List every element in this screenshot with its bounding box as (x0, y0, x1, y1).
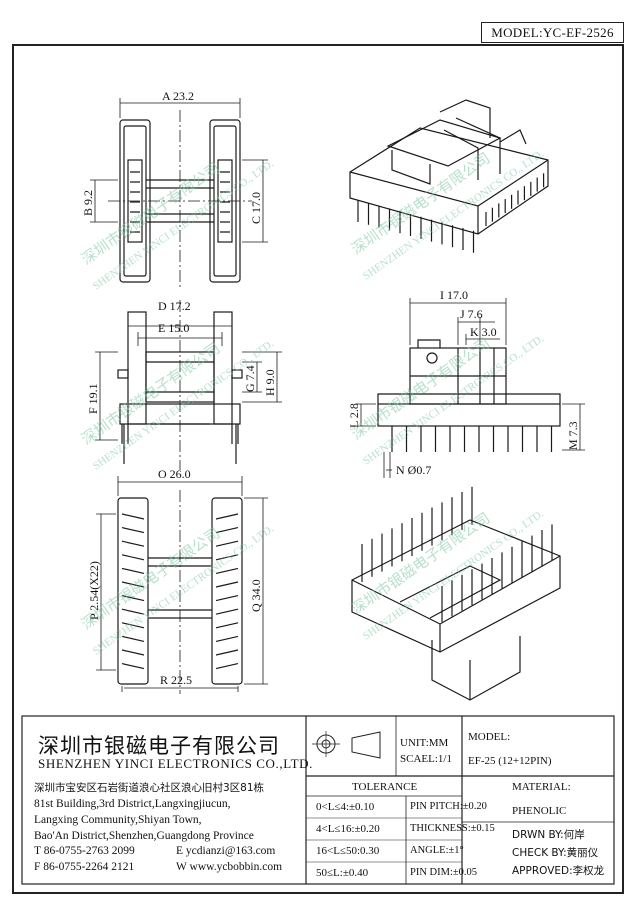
pin-slot (215, 567, 239, 574)
company-name-en: SHENZHEN YINCI ELECTRONICS CO.,LTD. (38, 756, 313, 771)
pin-slot (215, 595, 239, 602)
pin-slot (215, 581, 239, 588)
dim-C: C 17.0 (249, 192, 263, 224)
tolerance-left-3: 16<L≤50:0.30 (316, 845, 380, 857)
scale: SCAEL:1/1 (400, 753, 452, 765)
address-line-2: Langxing Community,Shiyan Town, (34, 814, 202, 826)
pin-slot (121, 567, 145, 574)
website: W www.ycbobbin.com (176, 861, 283, 873)
dim-F: F 19.1 (86, 383, 100, 414)
unit: UNIT:MM (400, 737, 449, 749)
pin-slot (121, 554, 145, 561)
model-value: EF-25 (12+12PIN) (468, 755, 552, 767)
pin-slot (121, 635, 145, 642)
top-view-dims (90, 98, 268, 290)
pin-slot (121, 649, 145, 656)
company-name-cn: 深圳市银磁电子有限公司 (38, 734, 280, 758)
tolerance-right-1: PIN PITCH:±0.20 (410, 801, 487, 812)
dim-L: L 2.8 (347, 403, 361, 428)
pin-slot (121, 513, 145, 520)
pin-slot (121, 663, 145, 670)
check-by: CHECK BY:黄丽仪 (512, 847, 599, 859)
email: E ycdianzi@163.com (176, 845, 276, 857)
tolerance-right-2: THICKNESS:±0.15 (410, 823, 495, 834)
pin-slot (215, 649, 239, 656)
dim-O: O 26.0 (158, 467, 191, 481)
model-label: MODEL:YC-EF-2526 (481, 22, 624, 43)
drawing-sheet (12, 44, 624, 894)
dim-I: I 17.0 (440, 288, 468, 302)
side-view-dims (356, 298, 585, 478)
tolerance-left-2: 4<L≤16:±0.20 (316, 823, 380, 835)
dim-G: G 7.4 (243, 365, 257, 392)
address-line-3: Bao'An District,Shenzhen,Guangdong Provi… (34, 830, 254, 842)
pin-slot (215, 513, 239, 520)
title-block-grid (21, 715, 615, 885)
dim-Q: Q 34.0 (249, 579, 263, 612)
approved-by: APPROVED:李权龙 (512, 865, 605, 877)
pin-slot (121, 527, 145, 534)
fax: F 86-0755-2264 2121 (34, 861, 135, 873)
dim-M: M 7.3 (566, 421, 580, 450)
tel: T 86-0755-2763 2099 (34, 845, 135, 857)
tolerance-right-3: ANGLE:±1° (410, 845, 464, 856)
iso-view-bottom (351, 519, 561, 701)
dim-B: B 9.2 (81, 190, 95, 216)
pin-slot (215, 540, 239, 547)
model-title: MODEL: (468, 731, 511, 743)
side-view (377, 339, 561, 427)
pin-slot (215, 663, 239, 670)
dim-P: P 2.54(X22) (87, 561, 101, 620)
pin-slot (121, 595, 145, 602)
dim-E: E 15.0 (158, 321, 189, 335)
dimension-labels: A 23.2 B 9.2 C 17.0 D 17.2 E 15.0 F 19.1… (81, 89, 580, 687)
dim-A: A 23.2 (162, 89, 194, 103)
dim-J: J 7.6 (460, 307, 483, 321)
company-address: 深圳市宝安区石岩街道浪心社区浪心旧村3区81栋 81st Building,3r… (34, 780, 264, 844)
pin-slot (215, 635, 239, 642)
address-line-1: 81st Building,3rd District,Langxingjiucu… (34, 798, 231, 810)
front-view-dims (95, 300, 282, 470)
dim-K: K 3.0 (470, 325, 497, 339)
material-value: PHENOLIC (512, 805, 567, 817)
material-title: MATERIAL: (512, 781, 571, 793)
tolerance-right-4: PIN DIM:±0.05 (410, 867, 478, 878)
pin-slot (121, 622, 145, 629)
dim-N: N Ø0.7 (396, 463, 431, 477)
tolerance-left-4: 50≤L:±0.40 (316, 867, 369, 879)
bottom-view-dims (96, 476, 268, 694)
address-cn: 深圳市宝安区石岩街道浪心社区浪心旧村3区81栋 (34, 782, 265, 794)
pin-slot (215, 554, 239, 561)
pin-slot (215, 608, 239, 615)
pin-slot (121, 540, 145, 547)
tolerance-title: TOLERANCE (352, 781, 418, 793)
pin-slot (121, 581, 145, 588)
dim-D: D 17.2 (158, 299, 191, 313)
drawn-by: DRWN BY:何岸 (512, 829, 585, 841)
dim-H: H 9.0 (263, 369, 277, 396)
dim-R: R 22.5 (160, 673, 192, 687)
iso-view-top (349, 99, 549, 235)
pin-slot (215, 622, 239, 629)
pin-slot (215, 527, 239, 534)
pin-slot (121, 608, 145, 615)
tolerance-left-1: 0<L≤4:±0.10 (316, 801, 375, 813)
watermarks: 深圳市银磁电子有限公司 SHENZHEN YINCI ELECTRONICS C… (78, 148, 546, 658)
